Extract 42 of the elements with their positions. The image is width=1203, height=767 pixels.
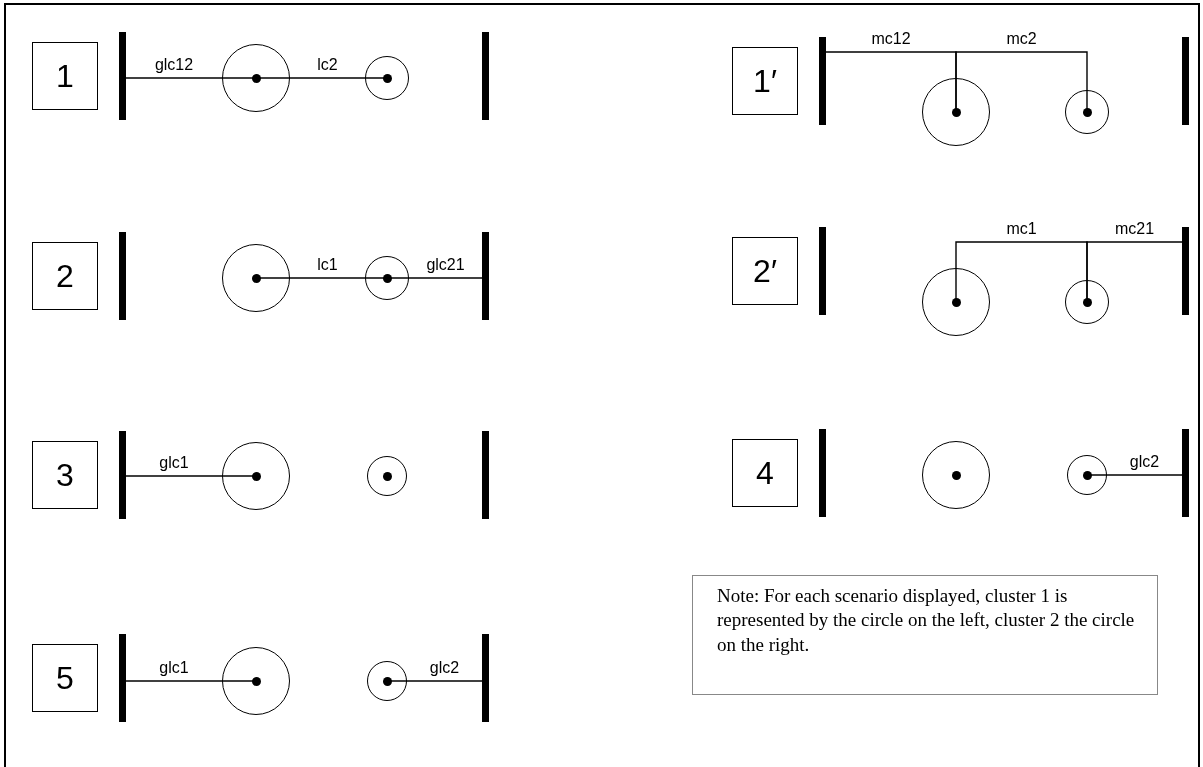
wall-bar [119,431,126,519]
edge-label: mc1 [1006,220,1037,238]
wall-bar [119,32,126,120]
note-text: Note: For each scenario displayed, cluster 1 is represented by the circle on the left, cluster 2 the circle on the right. [717,585,1135,655]
scenario-number: 1 [56,57,74,95]
edge-label: glc2 [429,659,460,677]
wall-bar [482,634,489,722]
edge-label: glc1 [159,454,189,472]
edge-label: mc21 [1114,220,1155,238]
scenario-box [732,47,798,115]
scenario-number: 2 [56,257,74,295]
wall-bar [482,431,489,519]
edge-label: mc12 [871,30,911,48]
scenario-number: 5 [56,659,74,697]
wall-bar [819,227,826,315]
edge-label: glc21 [426,256,465,274]
scenario-number: 3 [56,456,74,494]
scenario-box [32,441,98,509]
scenario-box [32,242,98,310]
note-box [692,575,1158,695]
wall-bar [119,634,126,722]
wall-bar [819,429,826,517]
scenario-number: 1′ [753,62,777,100]
scenario-number: 2′ [753,252,777,290]
scenario-box [32,644,98,712]
wall-bar [482,232,489,320]
edge-label: mc2 [1006,30,1037,48]
edge-label: glc1 [159,659,189,677]
scenario-number: 4 [756,454,774,492]
wall-bar [1182,37,1189,125]
scenario-box [732,237,798,305]
wall-bar [482,32,489,120]
scenario-box [732,439,798,507]
edge-label: lc1 [317,256,338,274]
edge-label: glc12 [154,56,194,74]
edge-label: lc2 [317,56,338,74]
edge-label: glc2 [1129,453,1160,471]
scenario-box [32,42,98,110]
wall-bar [1182,227,1189,315]
wall-bar [819,37,826,125]
wall-bar [119,232,126,320]
wall-bar [1182,429,1189,517]
